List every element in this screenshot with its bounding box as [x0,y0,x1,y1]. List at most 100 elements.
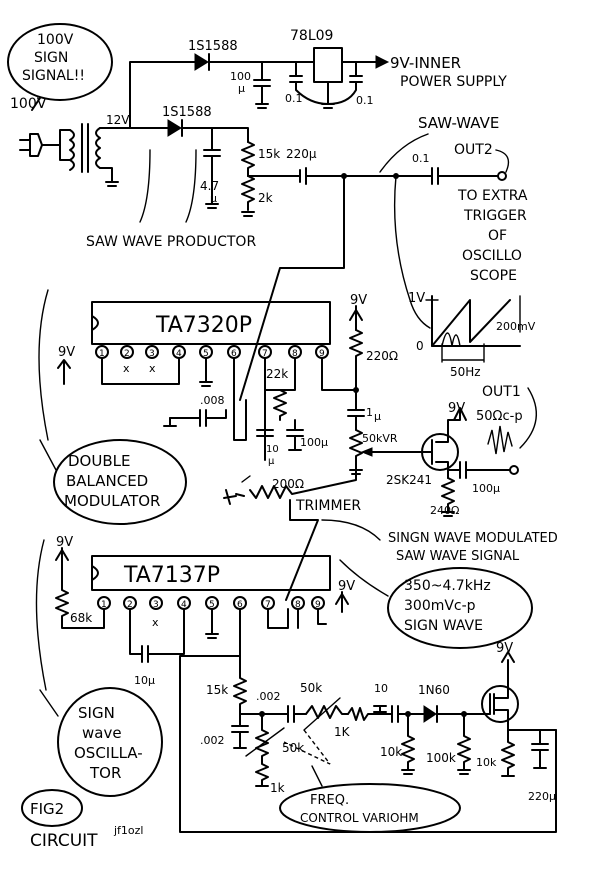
r240-label: 240Ω [430,504,459,517]
wave-50hz-label: 50Hz [450,365,481,379]
diode-d1 [194,53,263,71]
osc-line-2: wave [82,724,122,742]
ic2-pin-2: 2 [127,600,133,610]
bracket-top [38,289,49,441]
gang-link [283,729,331,765]
trimmer-label: TRIMMER [295,498,361,514]
c01-a-label: 0.1 [285,92,303,105]
ic1-nc-2: x [123,362,130,375]
wave-0-label: 0 [416,339,424,353]
c008-label: .008 [200,394,225,407]
modulated-label-1: SINGN WAVE MODULATED [388,531,558,546]
waveform-sketch [425,295,521,363]
dbm-line-3: MODULATOR [64,492,160,510]
out1-label: OUT1 [482,384,521,400]
ic1-pin-9: 9 [319,349,325,359]
fet1-vcc-label: 9V [448,401,465,416]
c1u-label: 1 [366,406,373,419]
freq-line-1: FREQ. [310,793,349,808]
wave-1v-label: 1V [408,291,425,306]
spec-line-2: 300mVc-p [404,598,476,614]
circuit-label: CIRCUIT [30,831,98,851]
ic2-nc-3: x [152,616,159,629]
r220-label: 220Ω [366,349,398,363]
secondary-voltage-label: 12V [106,113,130,127]
transformer [69,123,119,187]
trigger-line-3: OF [488,228,507,244]
ic1-pin-1: 1 [99,349,105,359]
ic1-label: TA7320P [155,313,252,338]
r1k-b-label: 1k [270,781,285,795]
ic1-vcc-label: 9V [58,345,75,360]
ic1-9v-right: 9V [350,293,367,308]
c10u-b-label: 10μ [134,674,155,687]
fet2-vcc-label: 9V [496,641,513,656]
trigger-line-5: SCOPE [470,268,517,284]
fet-output-2 [481,651,519,731]
osc-bubble: SIGN wave OSCILLA- TOR [39,687,163,797]
saw-wave-label: SAW-WAVE [418,114,499,132]
c01-out-label: 0.1 [412,152,430,165]
wave-200mv-label: 200mV [496,320,536,333]
bubble-line-2: SIGN [34,50,68,66]
trigger-line-4: OSCILLO [462,248,522,264]
signal-bubble: 100V SIGN SIGNAL!! [7,23,113,111]
r50k-a-label: 50k [300,681,322,695]
c47u-label: 4.7 [200,179,219,193]
ic2-pin-9: 9 [315,600,321,610]
inner-supply-label-2: POWER SUPPLY [400,74,507,90]
c002a-label: .002 [200,734,225,747]
osc-line-3: OSCILLA- [74,744,143,762]
r200-label: 200Ω [272,477,304,491]
r68k-label: 68k [70,611,92,625]
c002b-label: .002 [256,690,281,703]
r100k-label: 100k [426,751,456,765]
ic2-label: TA7137P [123,563,220,588]
r10k-a-label: 10k [380,745,402,759]
c100u-top-label: 100 [230,70,251,83]
capacitor-220u [299,167,421,185]
ic1-pin-8: 8 [292,349,298,359]
r1k-a-label: 1K [334,725,351,739]
bubble-line-1: 100V [37,32,74,48]
osc-line-4: TOR [89,764,121,782]
fig-label: FIG2 [30,800,64,818]
spec-bubble: 350~4.7kHz 300mVc-p SIGN WAVE [339,559,533,649]
ic1-pin-7: 7 [262,349,268,359]
c100u-top-unit: μ [238,82,245,95]
c47u-unit: μ [210,192,217,205]
regulator-label: 78L09 [290,28,333,44]
osc-line-1: SIGN [78,704,115,722]
c100u-out-label: 100μ [472,482,500,495]
r10k-b-label: 10k [476,756,497,769]
freq-line-2: CONTROL VARIOHM [300,811,419,825]
ic1-pin-4: 4 [176,349,182,359]
capacitor-100u-top [253,61,271,109]
ic2-pin-7: 7 [265,600,271,610]
trigger-line-2: TRIGGER [463,208,527,224]
ic2-pin-1: 1 [101,600,107,610]
ic1-nc-3: x [149,362,156,375]
figure-caption: FIG2 CIRCUIT jf1ozl [21,789,144,851]
ic1-pin-5: 5 [203,349,209,359]
ic2-pin-4: 4 [181,600,187,610]
author-label: jf1ozl [113,824,144,837]
c220u-b-label: 220μ [528,790,556,803]
c10u-label: 10 [266,444,279,455]
dbm-bubble: DOUBLE BALANCED MODULATOR [39,439,187,525]
ic2-vcc-label: 9V [56,535,73,550]
ic1-pin-3: 3 [149,349,155,359]
out2-label: OUT2 [454,142,493,158]
dbm-line-2: BALANCED [66,472,148,490]
modulated-label-2: SAW WAVE SIGNAL [396,549,520,564]
diode-d1-label: 1S1588 [188,39,238,54]
saw-productor-label: SAW WAVE PRODUCTOR [86,234,256,250]
r15k-label: 15k [258,147,280,161]
inner-supply-label: 9V-INNER [390,54,461,72]
out1-level-label: 50Ωc-p [476,409,523,424]
c1u-unit: μ [374,410,381,423]
ic1-pin-2: 2 [124,349,130,359]
d1n60-label: 1N60 [418,683,450,697]
